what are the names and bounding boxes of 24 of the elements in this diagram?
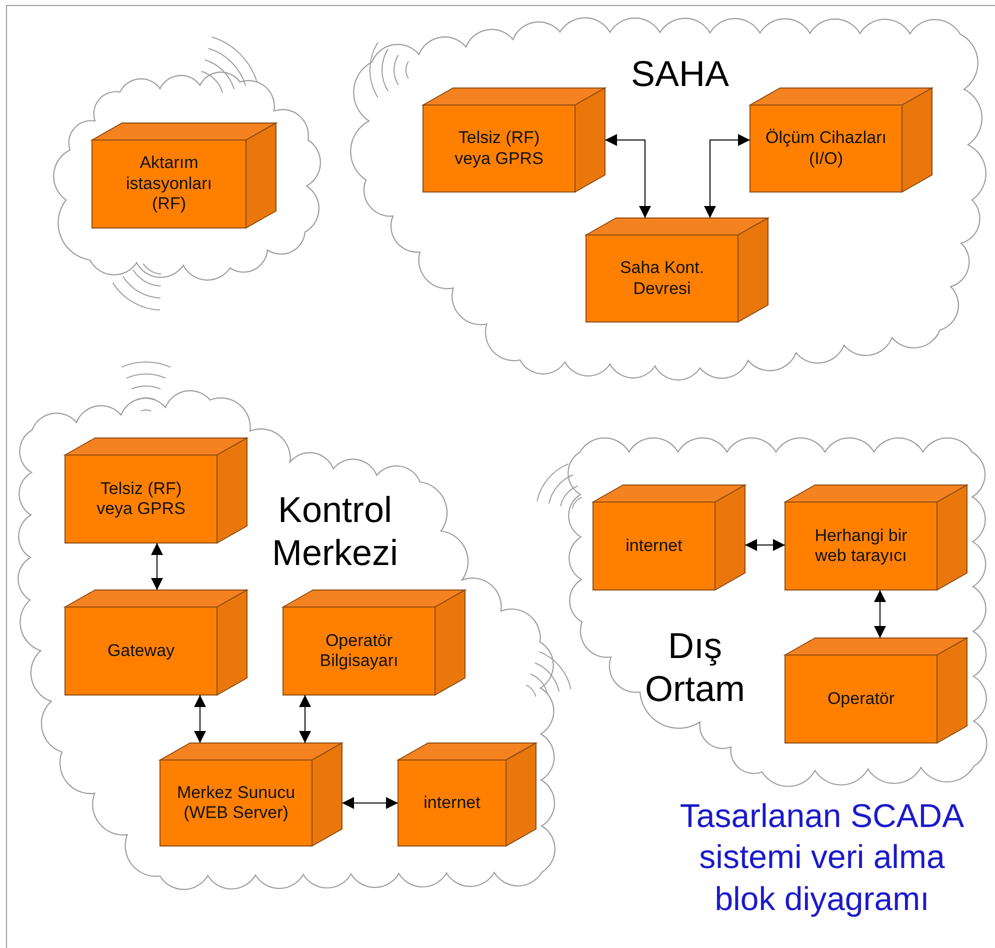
box-label: internet <box>626 536 682 556</box>
double-arrow <box>151 542 163 590</box>
cloud-title: SAHA <box>630 52 730 96</box>
box-label: Herhangi bir web tarayıcı <box>814 526 908 566</box>
double-arrow <box>194 694 206 744</box>
box-label: Operatör <box>827 688 895 710</box>
double-arrow <box>342 797 398 809</box>
diagram-caption: Tasarlanan SCADA sistemi veri alma blok diyagramı <box>678 796 966 919</box>
box-label: internet <box>424 792 480 814</box>
box-label: Telsiz (RF) veya GPRS <box>454 128 544 169</box>
box-label: Operatör Bilgisayarı <box>318 630 400 672</box>
box-label: Merkez Sunucu (WEB Server) <box>176 782 296 824</box>
box-label: Saha Kont. Devresi <box>618 258 706 299</box>
double-arrow <box>299 694 311 744</box>
double-arrow <box>874 590 886 638</box>
double-arrow <box>704 134 750 218</box>
cloud-title: Dış Ortam <box>644 624 746 710</box>
box-label: Aktarım istasyonları (RF) <box>125 153 213 215</box>
double-arrow <box>744 539 786 551</box>
box-label: Gateway <box>107 640 175 662</box>
box-label: Telsiz (RF) veya GPRS <box>96 478 186 520</box>
box-label: Ölçüm Cihazları (I/O) <box>764 128 888 169</box>
cloud-title: Kontrol Merkezi <box>270 488 400 574</box>
double-arrow <box>604 134 651 218</box>
